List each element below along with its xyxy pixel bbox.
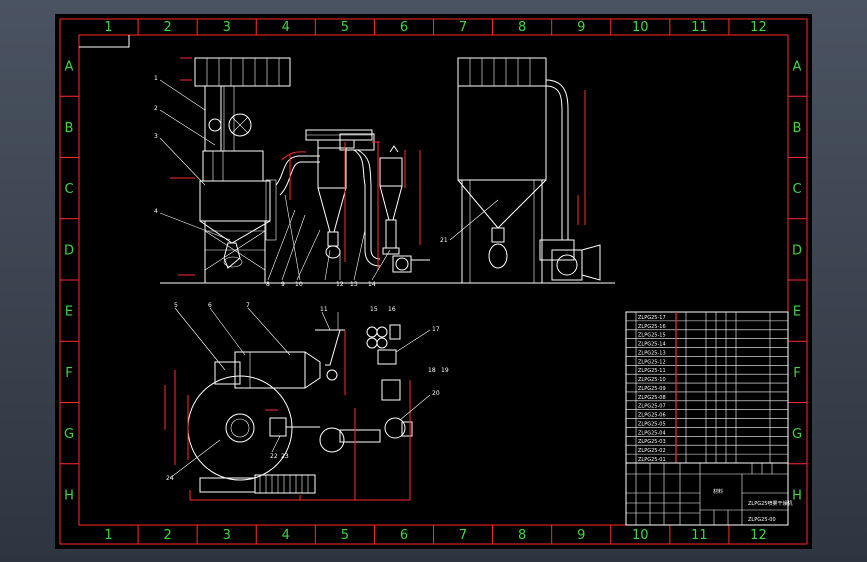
part-label: 11: [320, 306, 328, 313]
zone-column-label: 10: [632, 528, 649, 543]
zone-ticks: [60, 19, 807, 544]
zone-row-label: G: [792, 427, 802, 442]
zone-column-label: 8: [518, 20, 526, 35]
zone-column-label: 9: [577, 20, 585, 35]
zone-row-label: F: [793, 366, 800, 381]
title-block: 材料 ZLPG25喷雾干燥机 ZLPG25-00: [625, 462, 792, 526]
title-material: 材料: [713, 488, 723, 495]
zone-column-label: 12: [750, 20, 767, 35]
bom-row-code: ZLPG25-04: [638, 430, 666, 436]
title-drawing-name: ZLPG25喷雾干燥机: [748, 500, 792, 507]
zone-row-label: H: [792, 488, 802, 503]
bom-row-code: ZLPG25-16: [638, 324, 666, 330]
bom-row-code: ZLPG25-05: [638, 421, 666, 427]
part-labels: 1 2 3 4 5 6 7 8 9 10 11 12 13 14 15 16 1…: [154, 75, 449, 482]
bom-row-code: ZLPG25-02: [638, 448, 666, 454]
part-label: 15: [370, 306, 378, 313]
zone-column-label: 12: [750, 528, 767, 543]
zone-column-label: 9: [577, 528, 585, 543]
part-label: 18: [428, 367, 436, 374]
bom-row-code: ZLPG25-06: [638, 413, 666, 419]
bom-row-code: ZLPG25-13: [638, 350, 666, 356]
zone-row-label: E: [793, 305, 801, 320]
zone-column-label: 11: [691, 528, 708, 543]
elevation-view-right: [449, 57, 601, 283]
zone-column-label: 10: [632, 20, 649, 35]
part-label: 3: [154, 133, 158, 140]
bom-row-code: ZLPG25-15: [638, 333, 666, 339]
part-label: 24: [166, 475, 174, 482]
part-label: 8: [266, 281, 270, 288]
zone-column-label: 4: [282, 528, 290, 543]
zone-row-label: C: [64, 182, 73, 197]
zone-row-label: G: [64, 427, 74, 442]
part-label: 9: [281, 281, 285, 288]
zone-column-label: 7: [459, 20, 467, 35]
bom-row-code: ZLPG25-11: [638, 368, 666, 374]
part-label: 23: [281, 453, 289, 460]
part-label: 16: [388, 306, 396, 313]
bom-row-code: ZLPG25-10: [638, 377, 666, 383]
inner-frame: [78, 34, 789, 526]
part-label: 22: [270, 453, 278, 460]
corner-tab: [79, 35, 130, 48]
part-label: 6: [208, 302, 212, 309]
zone-row-label: D: [64, 243, 74, 258]
zone-row-label: A: [793, 60, 802, 75]
bom-row-code: ZLPG25-01: [638, 457, 666, 463]
outer-frame: [59, 18, 808, 545]
bom-row-code: ZLPG25-07: [638, 404, 666, 410]
plan-view: [164, 307, 431, 501]
zone-row-label: C: [792, 182, 801, 197]
zone-row-label: B: [65, 121, 74, 136]
part-label: 1: [154, 75, 158, 82]
bom-row-code: ZLPG25-12: [638, 359, 666, 365]
part-label: 5: [174, 302, 178, 309]
zone-row-label: E: [65, 305, 73, 320]
part-label: 19: [441, 367, 449, 374]
zone-row-label: D: [792, 243, 802, 258]
bom-row-code: ZLPG25-14: [638, 342, 666, 348]
zone-row-label: B: [793, 121, 802, 136]
part-label: 17: [432, 326, 440, 333]
title-drawing-number: ZLPG25-00: [748, 517, 776, 523]
part-label: 2: [154, 105, 158, 112]
zone-column-label: 1: [104, 528, 112, 543]
zone-column-label: 3: [223, 528, 231, 543]
part-label: 4: [154, 208, 158, 215]
zone-row-label: H: [64, 488, 74, 503]
part-label: 7: [246, 302, 250, 309]
zone-column-label: 5: [341, 528, 349, 543]
zone-column-label: 2: [163, 20, 171, 35]
zone-column-label: 11: [691, 20, 708, 35]
zone-column-label: 1: [104, 20, 112, 35]
part-label: 10: [295, 281, 303, 288]
part-label: 21: [440, 237, 448, 244]
zone-column-label: 8: [518, 528, 526, 543]
zone-row-label: F: [65, 366, 72, 381]
zone-column-label: 5: [341, 20, 349, 35]
part-label: 12: [336, 281, 344, 288]
zone-column-label: 7: [459, 528, 467, 543]
zone-column-label: 6: [400, 528, 408, 543]
bom-table: ZLPG25-17ZLPG25-16ZLPG25-15ZLPG25-14ZLPG…: [625, 311, 789, 464]
zone-column-label: 3: [223, 20, 231, 35]
part-label: 13: [350, 281, 358, 288]
bom-row-code: ZLPG25-09: [638, 386, 666, 392]
zone-column-label: 6: [400, 20, 408, 35]
part-label: 20: [432, 390, 440, 397]
zone-row-label: A: [65, 60, 74, 75]
bom-row-code: ZLPG25-08: [638, 395, 666, 401]
zone-column-label: 4: [282, 20, 290, 35]
bom-row-code: ZLPG25-03: [638, 439, 666, 445]
part-label: 14: [368, 281, 376, 288]
elevation-view-left: [159, 57, 615, 284]
zone-column-label: 2: [163, 528, 171, 543]
bom-row-code: ZLPG25-17: [638, 315, 666, 321]
